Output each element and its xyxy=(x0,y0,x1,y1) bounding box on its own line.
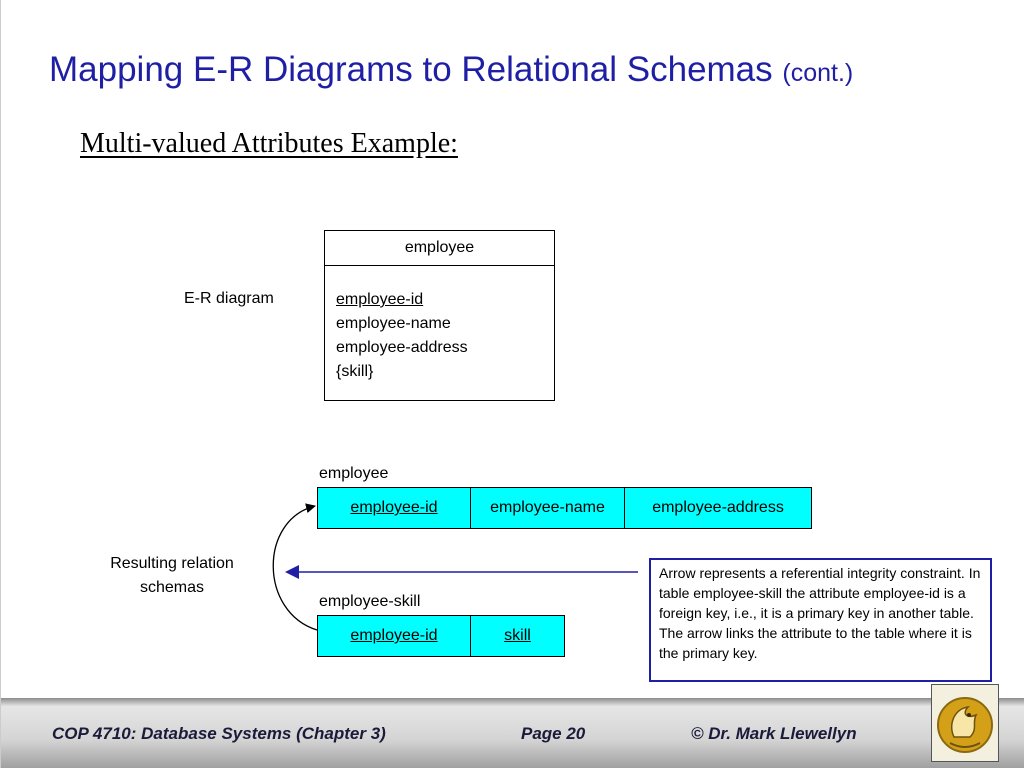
footer-bar xyxy=(1,698,1024,768)
relation-employee-skill-col-skill: skill xyxy=(504,627,531,644)
footer-course: COP 4710: Database Systems (Chapter 3) xyxy=(52,724,386,743)
pegasus-logo-icon xyxy=(931,684,999,762)
entity-name: employee xyxy=(325,231,554,266)
footer-page: Page 20 xyxy=(521,724,586,743)
entity-attributes: employee-id employee-name employee-addre… xyxy=(325,266,554,384)
resulting-relations-label-line2: schemas xyxy=(139,579,205,596)
relation-table-employee: employee-id employee-name employee-addre… xyxy=(317,487,812,529)
slide-title-suffix: (cont.) xyxy=(782,59,854,87)
entity-attribute-employee-id: employee-id xyxy=(336,291,424,308)
slide-title: Mapping E-R Diagrams to Relational Schem… xyxy=(49,50,853,90)
pointer-arrow-head xyxy=(285,565,299,579)
relation-employee-skill-col-employee-id: employee-id xyxy=(318,616,471,656)
relation-name-employee: employee xyxy=(319,465,389,482)
referential-integrity-arrow xyxy=(272,503,318,631)
er-entity-employee: employee employee-id employee-name emplo… xyxy=(324,230,555,401)
entity-attribute-skill: {skill} xyxy=(336,363,374,380)
entity-attribute-employee-address: employee-address xyxy=(336,339,468,356)
slide-title-main: Mapping E-R Diagrams to Relational Schem… xyxy=(49,50,773,89)
er-diagram-label: E-R diagram xyxy=(184,290,274,307)
resulting-relations-label: Resulting relation schemas xyxy=(95,552,249,600)
relation-employee-col-employee-id: employee-id xyxy=(318,488,471,528)
relation-employee-col-employee-name: employee-name xyxy=(471,488,625,528)
entity-attribute-employee-name: employee-name xyxy=(336,315,451,332)
explanation-note: Arrow represents a referential integrity… xyxy=(649,558,992,682)
footer-author: © Dr. Mark Llewellyn xyxy=(691,724,857,743)
resulting-relations-label-line1: Resulting relation xyxy=(110,555,234,572)
relation-name-employee-skill: employee-skill xyxy=(319,593,421,610)
relation-employee-col-employee-address: employee-address xyxy=(652,499,784,516)
slide-subtitle: Multi-valued Attributes Example: xyxy=(80,128,458,159)
relation-table-employee-skill: employee-id skill xyxy=(317,615,565,657)
